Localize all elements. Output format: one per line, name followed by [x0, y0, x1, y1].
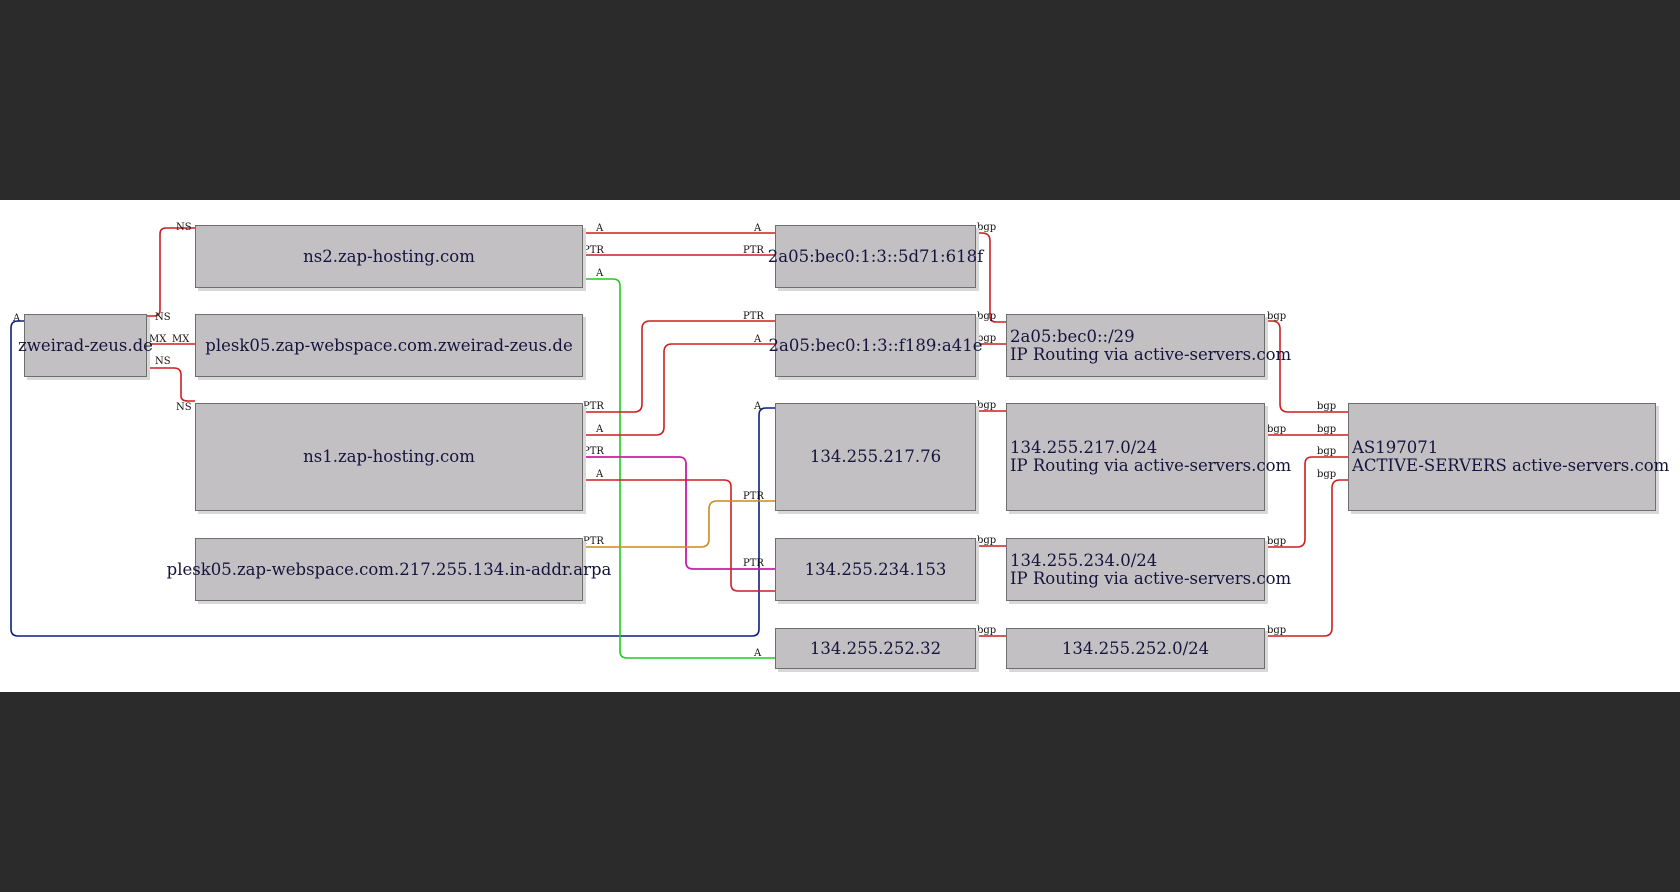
edge-ns1-153-ptr [583, 457, 775, 569]
edge-label-bgp-net252: bgp [1267, 625, 1286, 636]
edge-label-mx-plesk: MX [172, 334, 190, 345]
node-label: 2a05:bec0:1:3::f189:a41e [768, 335, 983, 355]
edge-ns1-153-ptr-magenta [583, 456, 775, 570]
node-label-line1: AS197071 [1352, 438, 1439, 457]
edge-label-ptr-618f: PTR [743, 245, 764, 256]
edge-label-bgp-a41e: bgp [977, 333, 996, 344]
edges-layer: NS NS MX MX NS NS A A PTR A A PTR PTR A … [10, 222, 1348, 659]
edge-label-ptr-ns2: PTR [583, 245, 604, 256]
edge-label-mx-zweirad: MX [149, 334, 167, 345]
edge-label-ptr-ns1-1: PTR [583, 401, 604, 412]
node-net252[interactable]: 134.255.252.0/24 [1006, 628, 1265, 669]
node-label: 134.255.252.32 [809, 638, 942, 658]
edge-label-ptr-a41e: PTR [743, 311, 764, 322]
node-label-line1: 134.255.234.0/24 [1010, 550, 1158, 570]
node-label-line1: 2a05:bec0::/29 [1010, 326, 1135, 346]
node-as197071[interactable]: AS197071 ACTIVE-SERVERS active-servers.c… [1348, 403, 1669, 511]
edge-label-ns-zweirad: NS [155, 312, 171, 323]
node-ip4-76[interactable]: 134.255.217.76 [775, 403, 976, 511]
edge-618f-net6 [976, 232, 1006, 323]
node-ip4-153[interactable]: 134.255.234.153 [775, 538, 976, 601]
edge-label-a-ns1-2: A [595, 469, 604, 480]
edge-label-bgp-as-1: bgp [1317, 401, 1336, 412]
node-label: 134.255.217.76 [809, 447, 942, 466]
edge-label-bgp-76: bgp [977, 400, 996, 411]
node-label: zweirad-zeus.de [18, 335, 153, 355]
node-ns2[interactable]: ns2.zap-hosting.com [195, 225, 583, 288]
node-net6[interactable]: 2a05:bec0::/29 IP Routing via active-ser… [1006, 314, 1291, 377]
edge-label-a-ns2: A [595, 223, 604, 234]
edge-label-ptr-arpa: PTR [583, 536, 604, 547]
node-label-lines: 134.255.234.0/24 IP Routing via active-s… [1010, 550, 1292, 588]
edge-label-bgp-618f: bgp [977, 222, 996, 233]
node-ip6-a41e[interactable]: 2a05:bec0:1:3::f189:a41e [769, 314, 982, 377]
edge-label-bgp-net6-in: bgp [977, 311, 996, 322]
edge-net234-as [1265, 456, 1348, 548]
edge-blue-a [10, 320, 775, 637]
node-ip4-32[interactable]: 134.255.252.32 [775, 628, 976, 669]
edge-ns1-153-a [583, 479, 775, 592]
edge-ns2-252-a [583, 278, 775, 659]
node-label: ns1.zap-hosting.com [303, 447, 475, 466]
edge-label-ns-ns2: NS [176, 222, 192, 233]
node-plesk-arpa[interactable]: plesk05.zap-webspace.com.217.255.134.in-… [167, 538, 611, 601]
edge-label-a-618f: A [753, 223, 762, 234]
edge-label-ptr-ns1-2: PTR [583, 446, 604, 457]
node-label: plesk05.zap-webspace.com.zweirad-zeus.de [205, 335, 573, 355]
edge-net6-as [1265, 320, 1348, 413]
node-label-line2: IP Routing via active-servers.com [1010, 344, 1292, 364]
node-label: 134.255.234.153 [804, 559, 947, 579]
node-label-lines: 134.255.217.0/24 IP Routing via active-s… [1010, 439, 1291, 475]
edge-label-bgp-153: bgp [977, 535, 996, 546]
edge-label-ns-zweirad-2: NS [155, 356, 171, 367]
node-label: plesk05.zap-webspace.com.217.255.134.in-… [166, 559, 612, 579]
node-plesk-zweirad[interactable]: plesk05.zap-webspace.com.zweirad-zeus.de [195, 314, 583, 377]
node-net234[interactable]: 134.255.234.0/24 IP Routing via active-s… [1006, 538, 1291, 601]
edge-label-bgp-as-4: bgp [1317, 469, 1336, 480]
edge-label-bgp-as-3: bgp [1317, 446, 1336, 457]
node-label-lines: 2a05:bec0::/29 IP Routing via active-ser… [1010, 326, 1292, 364]
node-label: 2a05:bec0:1:3::5d71:618f [767, 246, 984, 266]
node-label-line1: 134.255.217.0/24 [1010, 438, 1158, 457]
node-net217[interactable]: 134.255.217.0/24 IP Routing via active-s… [1006, 403, 1291, 511]
edge-label-bgp-net234: bgp [1267, 536, 1286, 547]
edge-label-ptr-76: PTR [743, 491, 764, 502]
node-label-lines: AS197071 ACTIVE-SERVERS active-servers.c… [1352, 439, 1669, 475]
node-label: 134.255.252.0/24 [1061, 638, 1210, 658]
edge-label-a-zweirad: A [12, 313, 21, 324]
edge-arpa-76-ptr [583, 500, 775, 548]
edge-ns1-a41e-ptr [583, 320, 775, 413]
node-ns1[interactable]: ns1.zap-hosting.com [195, 403, 583, 511]
node-label: ns2.zap-hosting.com [303, 246, 475, 266]
edge-label-ns-ns1: NS [176, 402, 192, 413]
node-label-line2: ACTIVE-SERVERS active-servers.com [1352, 456, 1670, 475]
edge-ns1-153-ptr-m [583, 456, 775, 570]
edge-label-bgp-32: bgp [977, 625, 996, 636]
edge-label-bgp-net217: bgp [1267, 424, 1286, 435]
node-zweirad-zeus[interactable]: zweirad-zeus.de [18, 314, 153, 377]
edge-label-a-a41e: A [753, 334, 762, 345]
edge-ns1-a41e-a [583, 343, 775, 436]
edge-label-ptr-153: PTR [743, 558, 764, 569]
edge-label-a-ns2-2: A [595, 268, 604, 279]
edge-zweirad-ns1 [147, 367, 195, 402]
edge-label-a-76: A [753, 401, 762, 412]
node-label-line2: IP Routing via active-servers.com [1010, 456, 1292, 475]
node-ip6-618f[interactable]: 2a05:bec0:1:3::5d71:618f [768, 225, 983, 288]
graph-canvas: NS NS MX MX NS NS A A PTR A A PTR PTR A … [0, 200, 1680, 692]
edge-label-a-ns1-1: A [595, 424, 604, 435]
edge-zweirad-ns2 [147, 227, 195, 317]
node-label-line2: IP Routing via active-servers.com [1010, 568, 1292, 588]
edge-label-bgp-as-2: bgp [1317, 424, 1336, 435]
edge-label-bgp-net6: bgp [1267, 311, 1286, 322]
edge-label-a-32: A [753, 648, 762, 659]
edge-net252-as [1265, 479, 1348, 637]
